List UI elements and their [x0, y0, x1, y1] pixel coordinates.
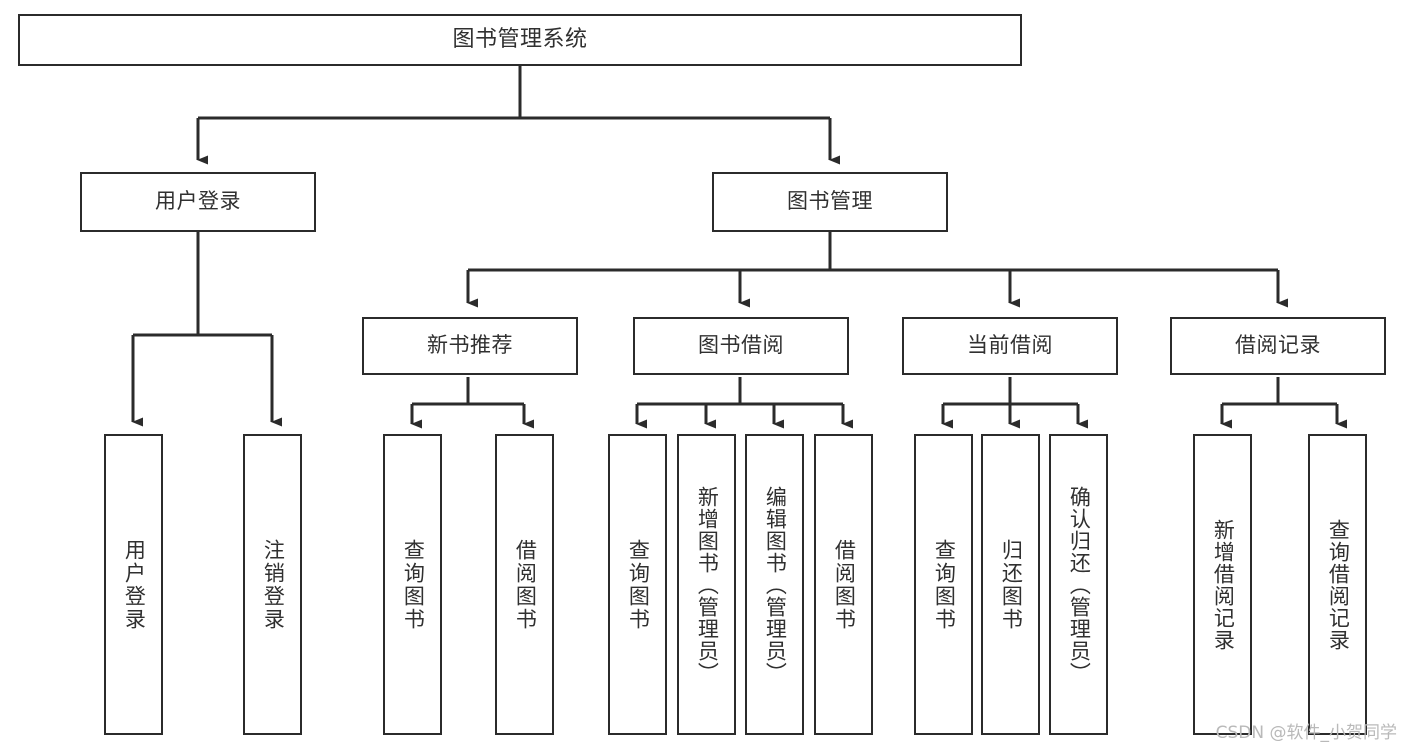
node-label: 借阅记录 — [1235, 333, 1321, 358]
node-root-system[interactable]: 图书管理系统 — [18, 14, 1022, 66]
node-user-login[interactable]: 用户登录 — [80, 172, 316, 232]
node-label: 查询图书 — [401, 538, 426, 631]
csdn-watermark: CSDN @软件_小贺同学 — [1215, 723, 1397, 743]
node-label: 编辑图书（管理员） — [763, 485, 788, 684]
node-label: 图书管理 — [787, 189, 873, 214]
leaf-add-book[interactable]: 新增图书（管理员） — [677, 434, 736, 735]
leaf-query-borrow-record[interactable]: 查询借阅记录 — [1308, 434, 1367, 735]
leaf-return-book[interactable]: 归还图书 — [981, 434, 1040, 735]
leaf-logout[interactable]: 注销登录 — [243, 434, 302, 735]
node-label: 注销登录 — [261, 538, 286, 631]
node-label: 新增图书（管理员） — [695, 485, 720, 684]
node-current-borrow[interactable]: 当前借阅 — [902, 317, 1118, 375]
leaf-user-login[interactable]: 用户登录 — [104, 434, 163, 735]
leaf-query-book-current[interactable]: 查询图书 — [914, 434, 973, 735]
leaf-borrow-book-recommend[interactable]: 借阅图书 — [495, 434, 554, 735]
node-label: 归还图书 — [999, 538, 1024, 631]
leaf-borrow-book-borrow[interactable]: 借阅图书 — [814, 434, 873, 735]
node-label: 查询图书 — [626, 538, 651, 631]
node-label: 用户登录 — [122, 538, 147, 631]
node-book-borrow[interactable]: 图书借阅 — [633, 317, 849, 375]
node-label: 查询借阅记录 — [1326, 518, 1351, 651]
node-label: 借阅图书 — [832, 538, 857, 631]
leaf-query-book-borrow[interactable]: 查询图书 — [608, 434, 667, 735]
leaf-query-book-recommend[interactable]: 查询图书 — [383, 434, 442, 735]
leaf-edit-book[interactable]: 编辑图书（管理员） — [745, 434, 804, 735]
node-label: 图书管理系统 — [452, 26, 588, 52]
leaf-add-borrow-record[interactable]: 新增借阅记录 — [1193, 434, 1252, 735]
leaf-confirm-return[interactable]: 确认归还（管理员） — [1049, 434, 1108, 735]
node-borrow-record[interactable]: 借阅记录 — [1170, 317, 1386, 375]
node-book-manage[interactable]: 图书管理 — [712, 172, 948, 232]
node-label: 图书借阅 — [698, 333, 784, 358]
node-label: 当前借阅 — [967, 333, 1053, 358]
node-label: 确认归还（管理员） — [1067, 485, 1092, 684]
node-new-book-recommend[interactable]: 新书推荐 — [362, 317, 578, 375]
node-label: 查询图书 — [932, 538, 957, 631]
node-label: 用户登录 — [155, 189, 241, 214]
node-label: 新书推荐 — [427, 333, 513, 358]
node-label: 借阅图书 — [513, 538, 538, 631]
node-label: 新增借阅记录 — [1211, 518, 1236, 651]
